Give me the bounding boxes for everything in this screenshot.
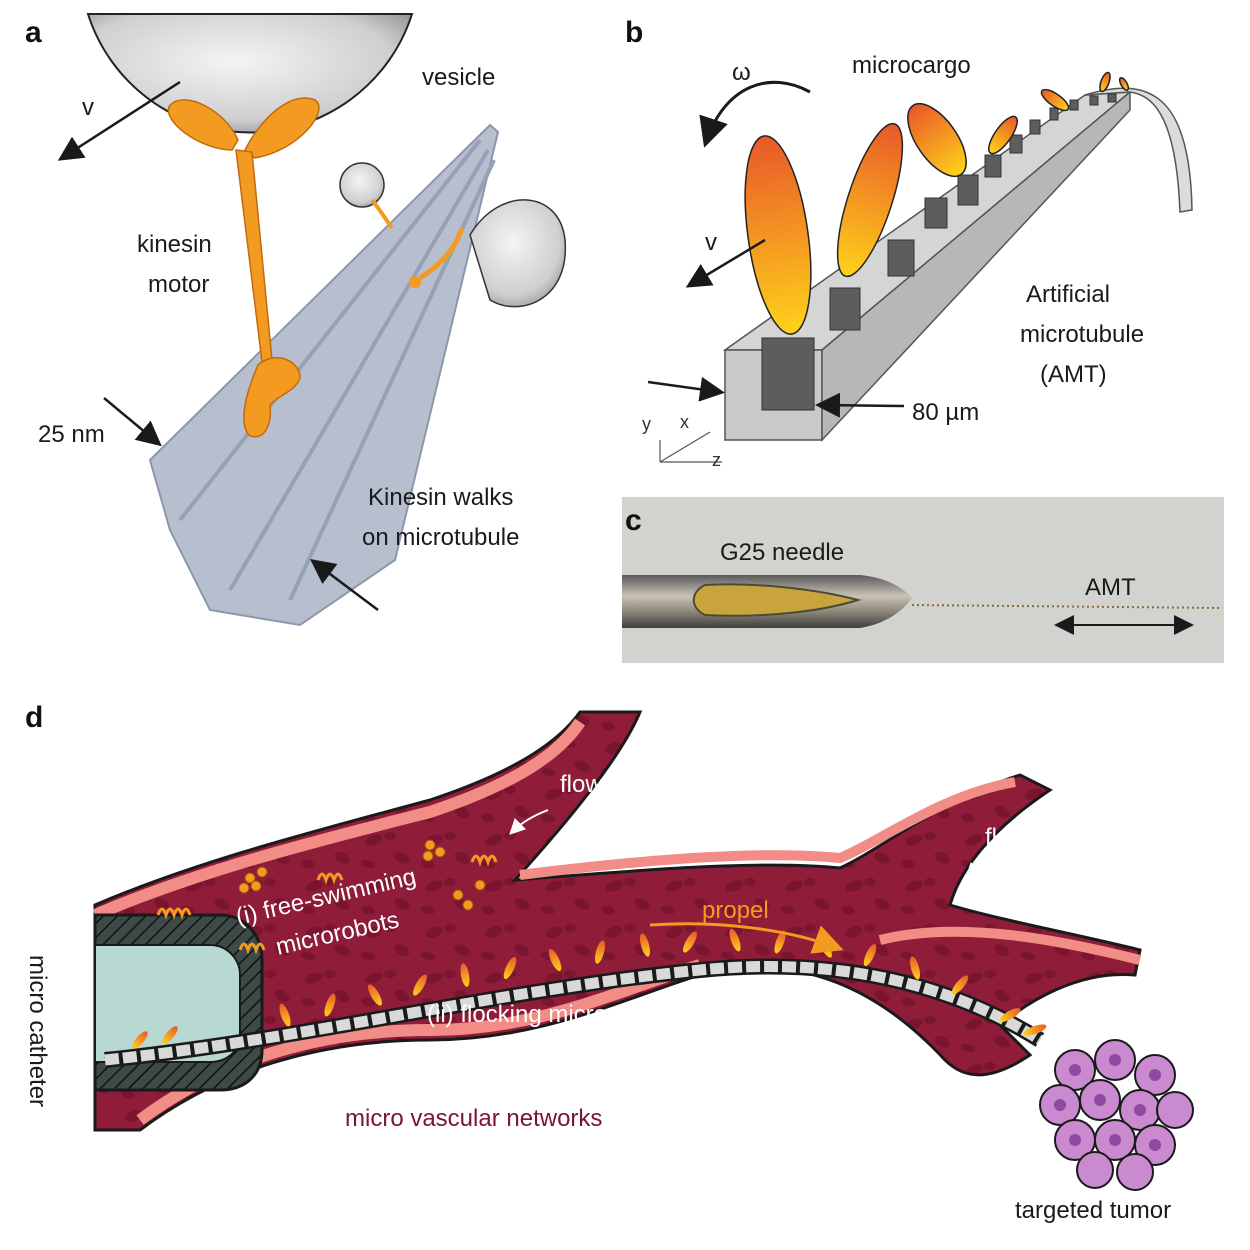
propel-label: propel: [702, 897, 769, 924]
flocking-label-line2: on the AMT: [487, 1029, 610, 1056]
amt-photo-label: AMT: [1085, 574, 1136, 601]
helical-microrobots: [156, 854, 498, 955]
flow-arrow-2: [965, 854, 1003, 879]
amt-curl: [1084, 87, 1193, 213]
networks-label: micro vascular networks: [345, 1105, 602, 1132]
amt-blocks: [761, 93, 1117, 411]
panel-d: d: [24, 701, 1194, 1224]
microtubule: [148, 123, 500, 627]
microcargo-label: microcargo: [852, 52, 971, 79]
axis-x-label: x: [680, 412, 689, 432]
vessel-wall-top: [92, 718, 585, 921]
velocity-label-b: v: [705, 229, 717, 256]
vesicle-label: vesicle: [422, 64, 495, 91]
rotation-arrow: [699, 80, 811, 148]
panel-c: c G25 needle AMT: [622, 497, 1224, 663]
velocity-arrow: [57, 80, 181, 161]
panel-b: b ω: [625, 16, 1193, 470]
velocity-label: v: [82, 94, 94, 121]
needle-label: G25 needle: [720, 539, 844, 566]
free-swimming-microrobots: [238, 839, 486, 911]
panel-a-letter: a: [25, 16, 42, 49]
axis-y-label: y: [642, 414, 651, 434]
amt-label-line2: microtubule: [1020, 321, 1144, 348]
size-arrow-b2: [815, 392, 905, 418]
size-label-a: 25 nm: [38, 421, 105, 448]
kinesin-motor: [167, 97, 320, 438]
small-kinesin: [370, 198, 394, 230]
kinesin-label-line1: kinesin: [137, 231, 212, 258]
panel-c-letter: c: [625, 504, 642, 537]
flow-label-1: flow: [560, 771, 603, 798]
small-vesicle: [339, 162, 385, 208]
microcargo-ellipses: [744, 71, 1130, 335]
velocity-arrow-b: [685, 238, 766, 288]
medium-kinesin: [418, 227, 465, 281]
axes-triad: [659, 431, 722, 463]
panel-b-letter: b: [625, 16, 643, 49]
panel-a: a v vesicle kinesin motor 25 nm Kinesin …: [25, 13, 566, 627]
tumor-nuclei: [1054, 1054, 1161, 1151]
size-arrow-a2: [310, 559, 379, 611]
tumor-label: targeted tumor: [1015, 1197, 1171, 1224]
amt-label-line3: (AMT): [1040, 361, 1107, 388]
propel-arrow: [649, 922, 844, 954]
amt-wire: [911, 604, 1223, 609]
kinesin-label-line2: motor: [148, 271, 209, 298]
vessel-wall-branch-lower: [878, 926, 1142, 965]
needle-bevel: [692, 583, 862, 617]
axis-z-label: z: [712, 450, 721, 470]
amt-label-line1: Artificial: [1026, 281, 1110, 308]
caption-a-line1: Kinesin walks: [368, 484, 513, 511]
flow-label-2: flow: [985, 824, 1028, 851]
amt-track: [104, 960, 1043, 1066]
flow-arrow-1: [509, 809, 549, 835]
size-label-b: 80 µm: [912, 399, 979, 426]
catheter-label: micro catheter: [24, 955, 51, 1107]
vessel-wall-branch-upper: [519, 777, 1016, 880]
size-arrow-b1: [647, 376, 725, 402]
vesicle: [86, 13, 414, 134]
omega-label: ω: [732, 59, 751, 86]
panel-d-letter: d: [25, 701, 43, 734]
size-arrow-a1: [103, 397, 162, 447]
caption-a-line2: on microtubule: [362, 524, 519, 551]
flocking-label-line1: (ii) flocking microrobots: [427, 1001, 674, 1028]
medium-vesicle: [469, 199, 566, 308]
